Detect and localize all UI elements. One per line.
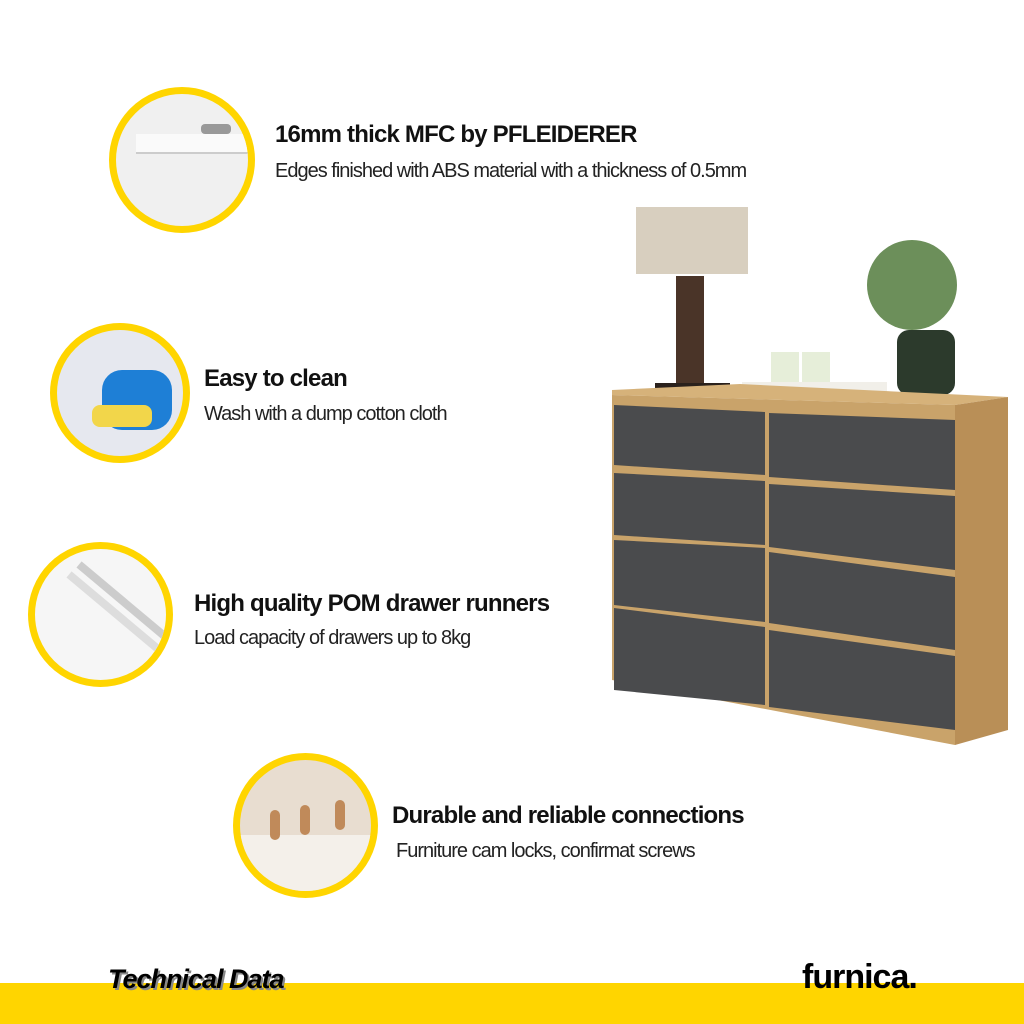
wooden-dowels-photo: [233, 753, 378, 898]
feature-title: 16mm thick MFC by PFLEIDERER: [275, 121, 637, 148]
feature-title: High quality POM drawer runners: [194, 590, 550, 617]
vase: [897, 330, 955, 395]
brand-logo: furnica.: [802, 958, 918, 996]
lamp-shade: [636, 207, 748, 274]
feature-subtitle: Wash with a dump cotton cloth: [204, 403, 448, 425]
feature-title: Durable and reliable connections: [392, 802, 745, 829]
cleaning-spray-photo: [50, 323, 190, 463]
plant: [867, 240, 957, 330]
lamp-base: [676, 276, 704, 384]
footer-band: [0, 983, 1024, 1024]
technical-data-label: Technical Data: [108, 964, 285, 994]
feature-title: Easy to clean: [204, 365, 348, 392]
feature-subtitle: Load capacity of drawers up to 8kg: [194, 627, 471, 649]
drawer-runners-photo: [28, 542, 173, 687]
feature-subtitle: Furniture cam locks, confirmat screws: [396, 840, 696, 862]
mfc-board-edge-photo: [109, 87, 255, 233]
feature-subtitle: Edges finished with ABS material with a …: [275, 160, 747, 182]
